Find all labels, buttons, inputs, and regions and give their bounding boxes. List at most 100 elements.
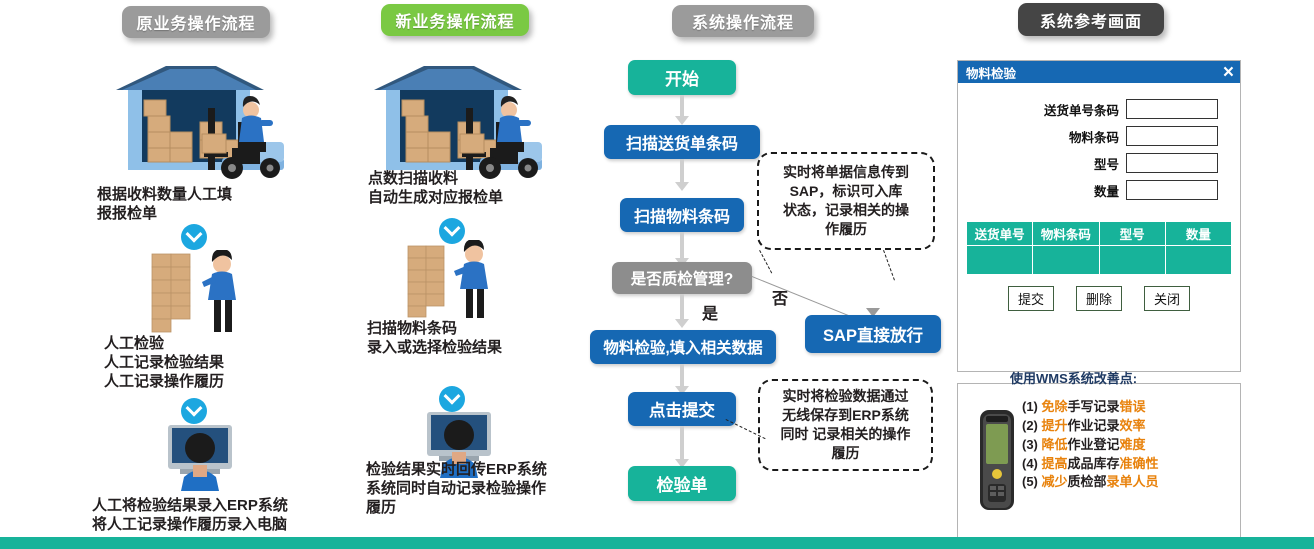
dialog-table-wrap: 送货单号 物料条码 型号 数量 提交 删除 关闭	[958, 207, 1240, 311]
handheld-scanner-icon	[980, 410, 1014, 510]
bottom-accent-bar	[0, 537, 1314, 549]
cell-model[interactable]	[1098, 245, 1166, 275]
benefit-3-num: (3)	[1022, 436, 1038, 452]
flow-connector-1	[680, 95, 684, 117]
benefit-5-part1: 减少	[1041, 474, 1068, 490]
flow-node-material-inspection[interactable]: 物料检验,填入相关数据	[590, 330, 776, 364]
benefit-5-part3: 录单人员	[1106, 474, 1159, 490]
inspection-table: 送货单号 物料条码 型号 数量	[965, 221, 1233, 275]
worker-counting-boxes-illustration	[151, 250, 236, 333]
down-arrow-icon-4	[439, 386, 465, 412]
col1-step1-caption: 根据收料数量人工填 报报检单	[97, 186, 233, 222]
flow-node-sap-direct-release[interactable]: SAP直接放行	[805, 315, 941, 353]
flow-node-scan-material-barcode[interactable]: 扫描物料条码	[620, 198, 744, 232]
cell-delivery-no[interactable]	[965, 245, 1034, 275]
dialog-button-row: 提交 删除 关闭	[966, 286, 1232, 311]
worker-scanning-boxes-illustration	[407, 240, 488, 318]
close-icon[interactable]: ×	[1222, 61, 1234, 83]
flow-arrowhead-2	[675, 182, 689, 191]
section-title-system-flow: 系统操作流程	[672, 5, 814, 37]
flow-connector-5	[680, 364, 684, 387]
input-delivery-barcode[interactable]	[1126, 99, 1218, 119]
label-model: 型号	[1093, 157, 1119, 172]
callout-bottom-note: 实时将检验数据通过 无线保存到ERP系统 同时 记录相关的操作 履历	[758, 379, 933, 471]
label-quantity: 数量	[1093, 184, 1119, 199]
delete-button[interactable]: 删除	[1075, 286, 1122, 311]
benefit-1-num: (1)	[1022, 399, 1038, 414]
flow-arrowhead-5	[675, 386, 689, 395]
benefit-4-part2: 成品库存	[1067, 455, 1120, 471]
table-header-row: 送货单号 物料条码 型号 数量	[965, 221, 1233, 246]
flow-node-inspection-sheet[interactable]: 检验单	[628, 466, 736, 501]
benefit-4-num: (4)	[1022, 455, 1038, 471]
section-title-original-process: 原业务操作流程	[122, 6, 270, 38]
form-row-delivery-barcode: 送货单号条码	[958, 99, 1218, 119]
th-quantity: 数量	[1164, 221, 1233, 246]
down-arrow-icon-3	[439, 218, 465, 244]
down-arrow-icon-1	[181, 224, 207, 250]
benefit-item-5: (5) 减少质检部录单人员	[1022, 473, 1237, 492]
flow-branch-label-yes: 是	[702, 306, 719, 323]
flow-node-start[interactable]: 开始	[628, 60, 736, 95]
benefit-item-1: (1) 免除手写记录错误	[1022, 398, 1237, 417]
input-quantity[interactable]	[1126, 180, 1218, 200]
flow-connector-2	[680, 159, 684, 183]
cell-quantity[interactable]	[1164, 245, 1233, 275]
dialog-title-text: 物料检验	[966, 66, 1017, 81]
form-row-quantity: 数量	[958, 180, 1218, 200]
benefit-1-part3: 错误	[1119, 399, 1146, 414]
person-at-computer-illustration	[168, 425, 232, 491]
flow-connector-3	[680, 232, 684, 259]
benefit-item-3: (3) 降低作业登记难度	[1022, 436, 1237, 455]
th-material-barcode: 物料条码	[1032, 221, 1100, 246]
benefit-2-part2: 作业记录	[1067, 417, 1120, 433]
person-at-computer-illustration-2	[427, 412, 491, 478]
flow-connector-6	[680, 426, 684, 460]
flow-node-click-submit[interactable]: 点击提交	[628, 392, 736, 426]
submit-button[interactable]: 提交	[1007, 286, 1054, 311]
benefit-1-part1: 免除	[1041, 399, 1068, 414]
form-row-material-barcode: 物料条码	[958, 126, 1218, 146]
table-row[interactable]	[965, 245, 1233, 275]
benefit-item-2: (2) 提升作业记录效率	[1022, 417, 1237, 436]
col1-step3-caption: 人工将检验结果录入ERP系统 将人工记录操作履历录入电脑	[92, 497, 288, 533]
warehouse-forklift-illustration	[116, 66, 284, 179]
callout-top-leader-right	[883, 250, 895, 281]
benefit-5-num: (5)	[1022, 474, 1038, 490]
benefit-2-num: (2)	[1022, 417, 1038, 433]
label-delivery-barcode: 送货单号条码	[1043, 103, 1119, 118]
input-model[interactable]	[1126, 153, 1218, 173]
benefits-title-wrap: 使用WMS系统改善点:	[1010, 368, 1238, 388]
input-material-barcode[interactable]	[1126, 126, 1218, 146]
col1-step2-caption: 人工检验 人工记录检验结果 人工记录操作履历	[104, 335, 225, 390]
flow-node-decision-qc[interactable]: 是否质检管理?	[612, 262, 752, 294]
th-model: 型号	[1098, 221, 1166, 246]
flow-arrowhead-6	[675, 459, 689, 468]
flow-connector-4	[680, 294, 684, 320]
flow-branch-label-no: 否	[772, 291, 789, 308]
benefits-list: (1) 免除手写记录错误 (2) 提升作业记录效率 (3) 降低作业登记难度 (…	[1022, 398, 1237, 492]
section-title-system-screens: 系统参考画面	[1018, 3, 1164, 36]
benefit-4-part3: 准确性	[1119, 455, 1159, 471]
benefit-4-part1: 提高	[1041, 455, 1068, 471]
flow-arrowhead-4	[675, 319, 689, 328]
benefit-1-part2: 手写记录	[1067, 399, 1120, 414]
col2-step3-caption: 检验结果实时回传ERP系统 系统同时自动记录检验操作 履历	[366, 461, 547, 516]
benefit-3-part1: 降低	[1041, 436, 1068, 452]
section-title-new-process: 新业务操作流程	[381, 4, 529, 36]
dialog-title-bar: 物料检验 ×	[958, 61, 1240, 83]
benefit-3-part3: 难度	[1119, 436, 1146, 452]
benefits-panel: 使用WMS系统改善点: (1) 免除手写记录错误 (2) 提升作业记录效率 (3…	[957, 371, 1241, 538]
down-arrow-icon-2	[181, 398, 207, 424]
cell-material-barcode[interactable]	[1032, 245, 1100, 275]
benefit-2-part3: 效率	[1119, 417, 1146, 433]
col2-step1-caption: 点数扫描收料 自动生成对应报检单	[368, 170, 504, 206]
flow-node-scan-delivery-barcode[interactable]: 扫描送货单条码	[604, 125, 760, 159]
col2-step2-caption: 扫描物料条码 录入或选择检验结果	[367, 320, 503, 356]
close-button[interactable]: 关闭	[1144, 286, 1191, 311]
th-delivery-no: 送货单号	[965, 221, 1034, 246]
benefit-2-part1: 提升	[1041, 417, 1068, 433]
callout-top-leader-left	[759, 250, 773, 274]
benefits-title: 使用WMS系统改善点:	[1010, 371, 1138, 386]
